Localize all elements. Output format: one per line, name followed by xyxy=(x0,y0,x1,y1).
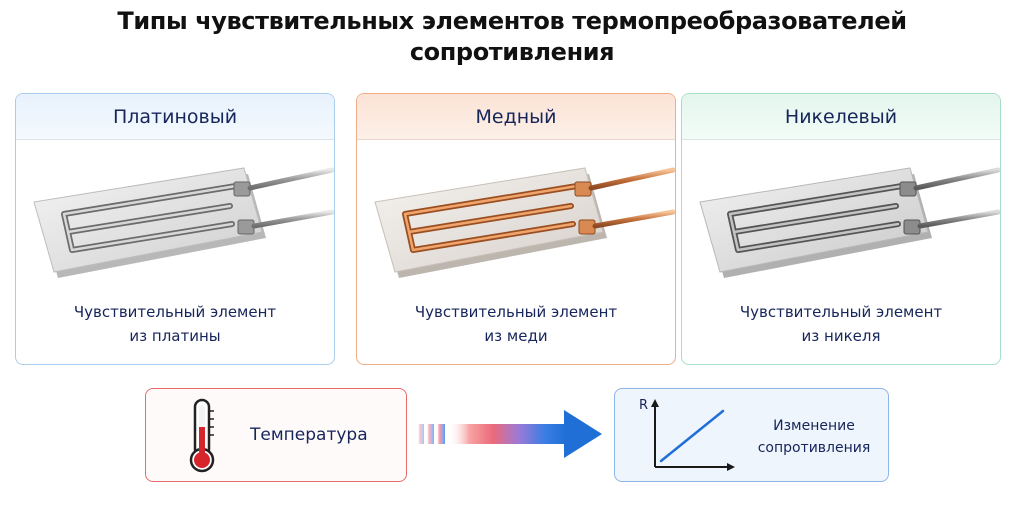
card-title: Платиновый xyxy=(16,94,334,140)
card-title: Медный xyxy=(357,94,675,140)
card-title: Никелевый xyxy=(682,94,1000,140)
card-platinum: Платиновый Чувствительный элемент из пла… xyxy=(15,93,335,365)
resistance-graph-icon: R xyxy=(639,398,735,471)
resistance-caption: Изменение сопротивления xyxy=(757,418,871,456)
title-line-1: Типы чувствительных элементов термопреоб… xyxy=(117,7,907,35)
resistance-box: R Изменение сопротивления xyxy=(614,388,889,482)
card-caption: Чувствительный элемент из платины xyxy=(73,303,277,345)
page-title: Типы чувствительных элементов термопреоб… xyxy=(0,6,1024,68)
title-line-2: сопротивления xyxy=(409,38,615,66)
platinum-sensor-icon xyxy=(33,167,334,278)
copper-sensor-icon xyxy=(374,167,675,278)
card-caption: Чувствительный элемент из никеля xyxy=(739,303,943,345)
card-copper: Медный Чувствительный элемент из меди xyxy=(356,93,676,365)
temperature-box: Температура xyxy=(145,388,407,482)
arrow-right-icon xyxy=(418,410,602,458)
thermometer-icon xyxy=(189,398,215,473)
graph-axis-label: R xyxy=(639,398,648,413)
temperature-label: Температура xyxy=(250,425,368,445)
card-caption: Чувствительный элемент из меди xyxy=(414,303,618,345)
nickel-sensor-icon xyxy=(699,167,1000,278)
card-nickel: Никелевый Чувствительный элемент из нике… xyxy=(681,93,1001,365)
